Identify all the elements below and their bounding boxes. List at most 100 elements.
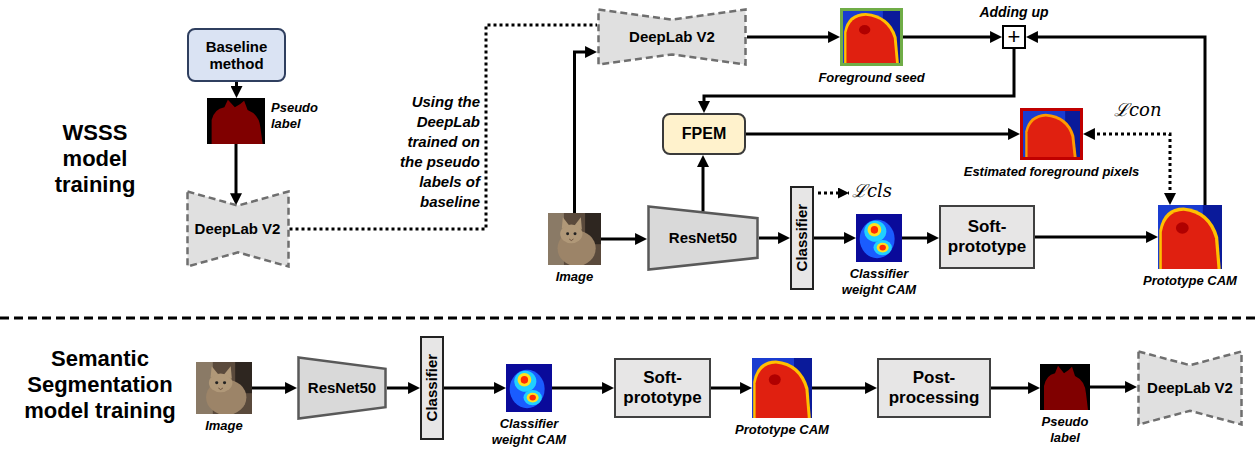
thumbnail-picture [207, 98, 265, 144]
thumbnail [196, 362, 252, 414]
classifier-box: Classifier [420, 336, 444, 440]
arrow-connector [252, 387, 289, 390]
image-caption: Image [184, 418, 264, 434]
arrow-connector [1035, 236, 1150, 239]
box-label: DeepLab V2 [1145, 379, 1235, 396]
image-caption: Image [535, 269, 615, 285]
classifier-box: Classifier [790, 186, 814, 290]
box-label: ResNet50 [305, 379, 379, 396]
arrow-connector [711, 387, 744, 390]
module-box: Soft- prototype [939, 205, 1035, 269]
thumbnail-picture [1023, 111, 1080, 157]
thumbnail [207, 98, 265, 144]
image-caption: Classifier weight CAM [837, 266, 921, 297]
backbone-block: ResNet50 [297, 356, 387, 420]
trapezoid-shape [299, 358, 386, 419]
arrow-connector [814, 237, 848, 240]
image-caption: Pseudo label [271, 100, 333, 131]
module-box: FPEM [662, 113, 746, 155]
arrow-connector [444, 387, 498, 390]
arrow-connector [1090, 386, 1129, 389]
arrow-connector [702, 163, 705, 212]
thumbnail-picture [843, 11, 900, 63]
network-block: DeepLab V2 [597, 8, 747, 66]
arrow-connector [235, 144, 238, 197]
image-caption: Foreground seed [792, 70, 952, 86]
image-caption: Prototype CAM [722, 422, 842, 438]
loss-label: ℒcls [852, 180, 906, 202]
thumbnail [843, 11, 900, 63]
box-label: ResNet50 [655, 229, 751, 246]
arrow-connector [601, 238, 639, 241]
arrow-connector [812, 387, 869, 390]
arrow-connector [575, 52, 590, 213]
operator-symbol: + [1004, 27, 1024, 47]
box-label: FPEM [670, 125, 738, 143]
cam-image: Prototype CAM [752, 358, 812, 418]
input-image: Image [548, 213, 601, 265]
thumbnail [1040, 364, 1090, 410]
image-caption: Prototype CAM [1130, 273, 1250, 289]
image-caption: Pseudo label [1030, 414, 1100, 445]
pseudo-label-image: Pseudo label [207, 98, 265, 144]
box-label: Classifier [423, 354, 440, 422]
thumbnail-picture [1040, 364, 1090, 410]
thumbnail-picture [196, 362, 252, 414]
arrow-connector [552, 387, 606, 390]
arrow-connector [759, 237, 782, 240]
arrow-connector [747, 36, 832, 39]
module-box: Soft- prototype [614, 358, 711, 418]
box-label: DeepLab V2 [605, 28, 739, 45]
hourglass-shape [187, 192, 288, 267]
section-title: WSSS model training [45, 120, 145, 198]
box-label: Baseline method [195, 38, 278, 73]
thumbnail-picture [548, 213, 601, 265]
seed-image: Foreground seed [840, 8, 903, 66]
trapezoid-shape [649, 207, 758, 270]
thumbnail [506, 364, 552, 412]
backbone-block: ResNet50 [647, 205, 759, 271]
arrow-connector [235, 82, 238, 90]
pseudo-label-image: Pseudo label [1040, 364, 1090, 410]
arrow-connector [746, 133, 1012, 136]
sum-node: Adding up+ [1002, 25, 1026, 49]
image-caption: Estimated foreground pixels [952, 164, 1152, 180]
network-block: DeepLab V2 [1137, 350, 1243, 426]
box-label: Soft- prototype [622, 368, 703, 407]
thumbnail [1158, 205, 1222, 269]
hourglass-shape [599, 10, 746, 65]
cam-image: Classifier weight CAM [856, 214, 902, 262]
thumbnail [548, 213, 601, 265]
section-title: Semantic Segmentation model training [12, 346, 188, 424]
box-label: Post- processing [885, 368, 983, 407]
estimate-image: Estimated foreground pixels [1020, 108, 1083, 160]
box-label: Classifier [793, 204, 810, 272]
arrow-connector [902, 237, 931, 240]
thumbnail-picture [506, 364, 552, 412]
thumbnail-picture [1158, 205, 1222, 269]
box-label: Soft- prototype [947, 217, 1027, 256]
thumbnail-picture [752, 358, 812, 418]
input-image: Image [196, 362, 252, 414]
thumbnail-picture [856, 214, 902, 262]
arrow-connector [991, 387, 1032, 390]
connector-label: ℒcon [1114, 99, 1160, 121]
network-block: DeepLab V2 [186, 190, 290, 268]
cam-image: Classifier weight CAM [506, 364, 552, 412]
thumbnail [752, 358, 812, 418]
thumbnail [856, 214, 902, 262]
arrow-connector [903, 36, 994, 39]
cam-image: Prototype CAM [1158, 205, 1222, 269]
module-box: Post- processing [877, 358, 991, 418]
connector-label: Using the DeepLab trained on the pseudo … [392, 92, 480, 212]
thumbnail [1023, 111, 1080, 157]
loss-leader [818, 192, 849, 195]
section-separator [0, 317, 1259, 320]
box-label: DeepLab V2 [194, 220, 282, 237]
image-caption: Classifier weight CAM [487, 416, 571, 447]
hourglass-shape [1139, 352, 1242, 425]
method-box: Baseline method [187, 28, 286, 82]
arrow-connector [387, 387, 412, 390]
